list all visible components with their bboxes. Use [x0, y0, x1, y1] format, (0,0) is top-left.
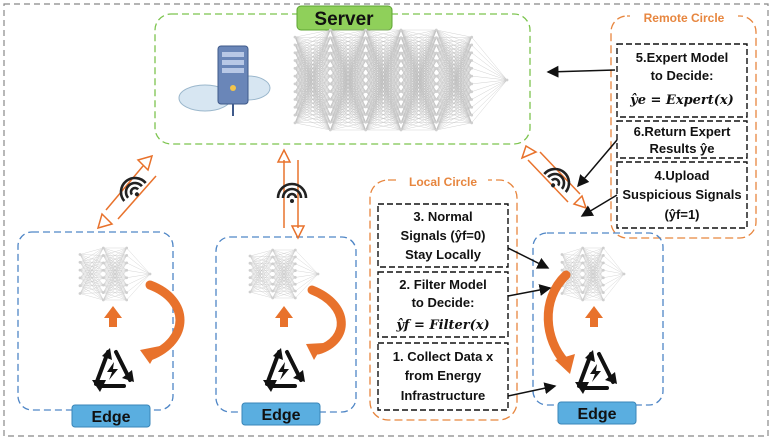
- curved-arrow-icon: [145, 280, 185, 361]
- arrow-upload: [580, 194, 618, 217]
- outer-frame: [3, 3, 769, 437]
- step2-line2: to Decide:: [412, 295, 475, 310]
- server-title: Server: [314, 9, 374, 30]
- local-circle: Local Circle 3. Normal Signals (ŷf=0) St…: [369, 174, 518, 421]
- recycle-energy-icon: [92, 348, 134, 392]
- step4-line3: (ŷf=1): [664, 207, 699, 222]
- edge-box-3: Edge: [532, 232, 664, 425]
- arrow-step1: [507, 382, 557, 397]
- link-edge1-server: [96, 154, 157, 230]
- step2-line1: 2. Filter Model: [399, 277, 486, 292]
- step1-box: [377, 342, 509, 411]
- edge1-label: Edge: [91, 409, 130, 426]
- edge-box-1: Edge: [17, 231, 174, 428]
- edge-box-2: Edge: [215, 236, 357, 426]
- wifi-icon: [543, 167, 571, 193]
- arrow-to-server: [546, 65, 616, 78]
- up-arrows: [104, 306, 603, 327]
- step6-line2: Results ŷe: [649, 141, 714, 156]
- step4-line2: Suspicious Signals: [622, 187, 741, 202]
- step3-line2: Signals (ŷf=0): [401, 228, 486, 243]
- step3-box: [377, 203, 509, 268]
- edge2-neural-network-icon: [248, 248, 320, 300]
- edge3-label: Edge: [577, 406, 616, 423]
- wifi-icon: [276, 182, 308, 203]
- server-neural-network-icon: [293, 28, 509, 132]
- step5-formula: ŷe = Expert(x): [629, 93, 734, 108]
- step2-formula: ŷf = Filter(x): [395, 318, 489, 333]
- curved-arrow-icon: [307, 285, 346, 355]
- arrow-step3: [507, 247, 550, 269]
- curved-arrows: [145, 270, 571, 367]
- up-arrow-icon: [104, 306, 122, 327]
- up-arrow-icon: [275, 306, 293, 327]
- connector-arrows: [507, 65, 618, 397]
- step4-line1: 4.Upload: [655, 168, 710, 183]
- step6-line1: 6.Return Expert: [634, 124, 731, 139]
- step2-box: [377, 271, 509, 338]
- edge1-neural-network-icon: [78, 246, 152, 302]
- edge2-label: Edge: [261, 407, 300, 424]
- step1-line2: from Energy: [405, 368, 482, 383]
- step3-line1: 3. Normal: [413, 209, 472, 224]
- recycle-energy-icon: [575, 350, 617, 394]
- up-arrow-icon: [585, 306, 603, 327]
- step6-box: [616, 120, 748, 159]
- remote-circle: Remote Circle 5.Expert Model to Decide: …: [610, 10, 757, 239]
- remote-circle-title: Remote Circle: [644, 11, 725, 25]
- step3-line3: Stay Locally: [405, 247, 482, 262]
- step4-box: [616, 161, 748, 229]
- curved-arrow-icon: [543, 270, 571, 367]
- wifi-icon: [119, 176, 147, 202]
- recycle-energy-icon: [263, 348, 305, 392]
- local-circle-title: Local Circle: [409, 175, 477, 189]
- step5-line1: 5.Expert Model: [636, 50, 728, 65]
- arrow-step2: [507, 284, 552, 297]
- step5-line2: to Decide:: [651, 68, 714, 83]
- step1-line3: Infrastructure: [401, 388, 486, 403]
- step5-box: [616, 43, 748, 118]
- step1-line1: 1. Collect Data x: [393, 349, 494, 364]
- arrow-return-results: [577, 139, 618, 188]
- link-edge3-server: [520, 144, 588, 210]
- server-box: Server: [154, 5, 531, 145]
- server-cloud-icon: [178, 45, 271, 116]
- edge3-neural-network-icon: [560, 246, 626, 302]
